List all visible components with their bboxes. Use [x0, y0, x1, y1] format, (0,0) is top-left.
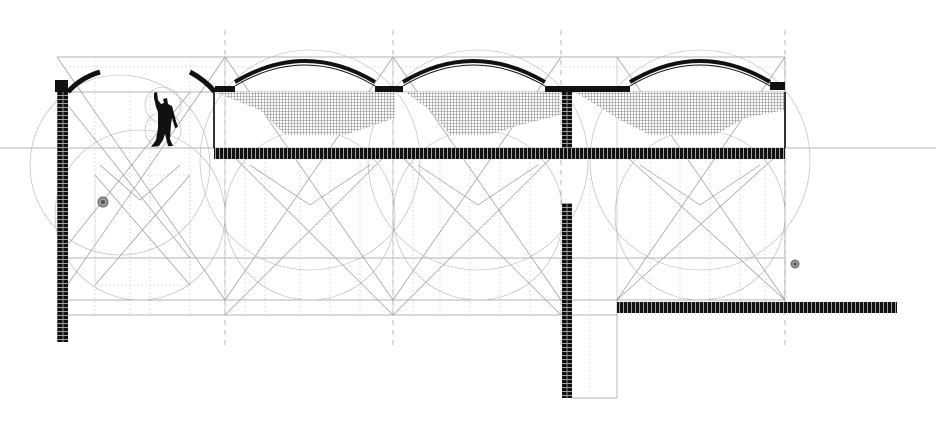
regulating-diagonals	[56, 56, 786, 316]
roof-vaults	[55, 59, 785, 94]
column-marker-icon	[97, 196, 109, 208]
hatched-zones	[214, 92, 785, 135]
central-lower-wall	[562, 203, 572, 398]
walls	[57, 92, 897, 398]
column-marker-icon	[790, 259, 800, 269]
floor-slab	[214, 148, 785, 159]
left-brick-wall	[57, 92, 68, 342]
right-slab	[617, 302, 897, 313]
central-upper-wall	[562, 92, 572, 148]
modulor-figure-icon	[144, 86, 182, 149]
